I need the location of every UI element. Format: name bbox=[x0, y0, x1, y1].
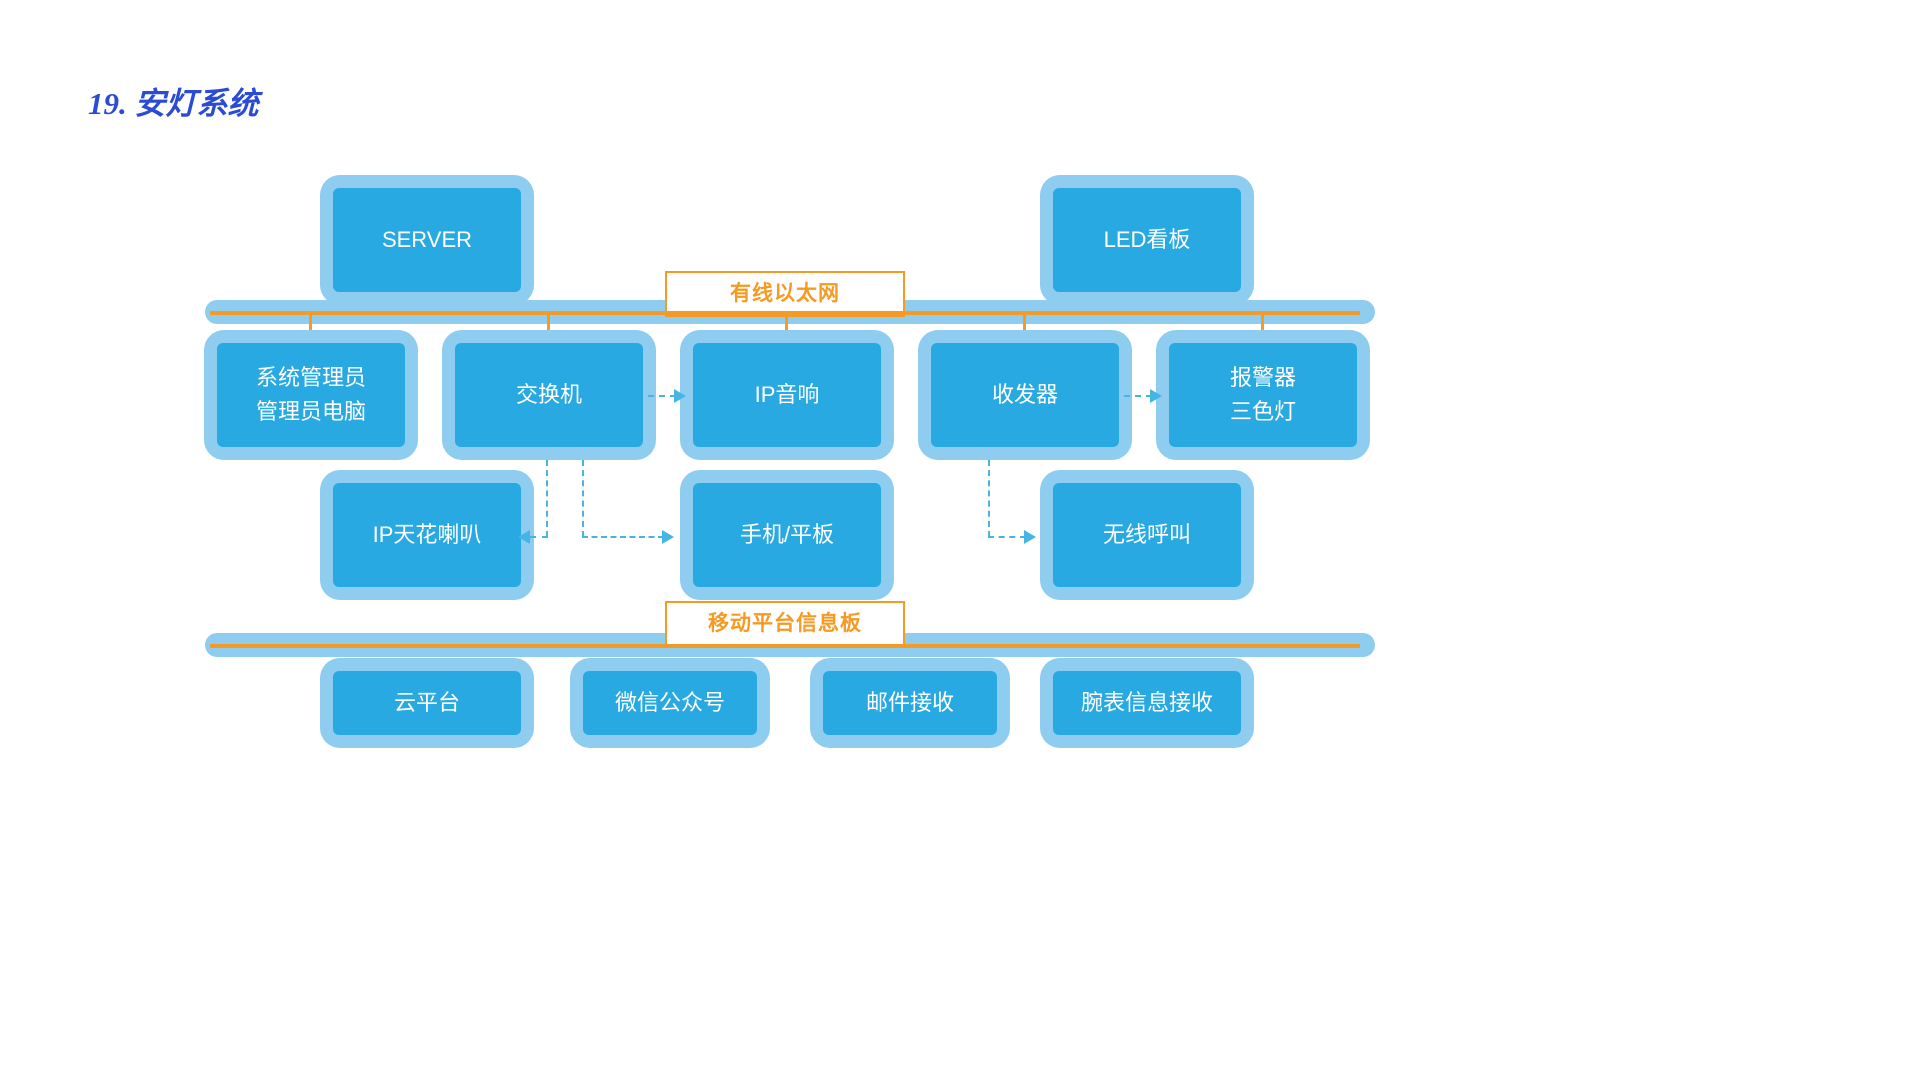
node-cloud-label: 云平台 bbox=[393, 690, 460, 715]
node-ip-ceiling-speaker: IP天花喇叭 bbox=[320, 470, 534, 600]
node-wireless-call-label: 无线呼叫 bbox=[1102, 522, 1191, 547]
node-alarm-box: 报警器 三色灯 bbox=[1169, 343, 1357, 447]
node-server-label: SERVER bbox=[381, 227, 473, 252]
ethernet-bus-line bbox=[210, 311, 1360, 315]
node-alarm-label-line1: 报警器 bbox=[1229, 365, 1296, 390]
node-switch: 交换机 bbox=[442, 330, 656, 460]
node-wireless-call-box: 无线呼叫 bbox=[1053, 483, 1241, 587]
node-admin-label-line2: 管理员电脑 bbox=[255, 399, 366, 424]
arrow-transceiver-down-line bbox=[988, 460, 990, 537]
node-led-board-box: LED看板 bbox=[1053, 188, 1241, 292]
node-cloud: 云平台 bbox=[320, 658, 534, 748]
ethernet-tick-switch bbox=[547, 315, 550, 334]
node-switch-box: 交换机 bbox=[455, 343, 643, 447]
node-wechat-label: 微信公众号 bbox=[614, 690, 725, 715]
node-email-label: 邮件接收 bbox=[865, 690, 954, 715]
node-wechat: 微信公众号 bbox=[570, 658, 770, 748]
ethernet-tick-transceiver bbox=[1023, 315, 1026, 334]
ethernet-tick-alarm bbox=[1261, 315, 1264, 334]
node-wireless-call: 无线呼叫 bbox=[1040, 470, 1254, 600]
node-led-board: LED看板 bbox=[1040, 175, 1254, 305]
ethernet-bus-label: 有线以太网 bbox=[665, 271, 905, 317]
node-email: 邮件接收 bbox=[810, 658, 1010, 748]
page-title: 19. 安灯系统 bbox=[88, 86, 259, 121]
node-ip-ceiling-speaker-label: IP天花喇叭 bbox=[372, 522, 482, 547]
node-transceiver-box: 收发器 bbox=[931, 343, 1119, 447]
mobile-bus-line bbox=[210, 644, 1360, 648]
arrow-switch-down-left-line bbox=[546, 460, 548, 537]
node-server: SERVER bbox=[320, 175, 534, 305]
node-admin: 系统管理员 管理员电脑 bbox=[204, 330, 418, 460]
node-alarm-label-line2: 三色灯 bbox=[1229, 399, 1296, 424]
node-watch-label: 腕表信息接收 bbox=[1080, 690, 1213, 715]
mobile-bus-label: 移动平台信息板 bbox=[665, 601, 905, 647]
arrow-to-ceiling-speaker-line bbox=[530, 536, 548, 538]
node-switch-label: 交换机 bbox=[515, 382, 582, 407]
node-ip-speaker: IP音响 bbox=[680, 330, 894, 460]
arrow-to-wireless-call-head bbox=[1024, 530, 1036, 544]
node-ip-speaker-label: IP音响 bbox=[754, 382, 820, 407]
node-led-board-label: LED看板 bbox=[1103, 227, 1191, 252]
ethernet-tick-ip-speaker bbox=[785, 315, 788, 334]
arrow-to-ceiling-speaker-head bbox=[518, 530, 530, 544]
node-alarm: 报警器 三色灯 bbox=[1156, 330, 1370, 460]
node-watch: 腕表信息接收 bbox=[1040, 658, 1254, 748]
node-wechat-box: 微信公众号 bbox=[583, 671, 757, 735]
node-phone-tablet: 手机/平板 bbox=[680, 470, 894, 600]
arrow-to-phone-tablet-head bbox=[662, 530, 674, 544]
ethernet-tick-admin bbox=[309, 315, 312, 334]
node-watch-box: 腕表信息接收 bbox=[1053, 671, 1241, 735]
arrow-transceiver-to-alarm-head bbox=[1150, 389, 1162, 403]
node-transceiver: 收发器 bbox=[918, 330, 1132, 460]
node-phone-tablet-box: 手机/平板 bbox=[693, 483, 881, 587]
node-ip-speaker-box: IP音响 bbox=[693, 343, 881, 447]
arrow-switch-to-ip-speaker-head bbox=[674, 389, 686, 403]
arrow-switch-down-right-line bbox=[582, 460, 584, 537]
node-email-box: 邮件接收 bbox=[823, 671, 997, 735]
arrow-to-wireless-call-line bbox=[988, 536, 1026, 538]
arrow-to-phone-tablet-line bbox=[582, 536, 664, 538]
node-admin-box: 系统管理员 管理员电脑 bbox=[217, 343, 405, 447]
node-server-box: SERVER bbox=[333, 188, 521, 292]
node-admin-label-line1: 系统管理员 bbox=[255, 365, 366, 390]
node-cloud-box: 云平台 bbox=[333, 671, 521, 735]
arrow-transceiver-to-alarm-line bbox=[1124, 395, 1152, 397]
node-transceiver-label: 收发器 bbox=[991, 382, 1058, 407]
arrow-switch-to-ip-speaker-line bbox=[648, 395, 676, 397]
node-ip-ceiling-speaker-box: IP天花喇叭 bbox=[333, 483, 521, 587]
node-phone-tablet-label: 手机/平板 bbox=[739, 522, 835, 547]
